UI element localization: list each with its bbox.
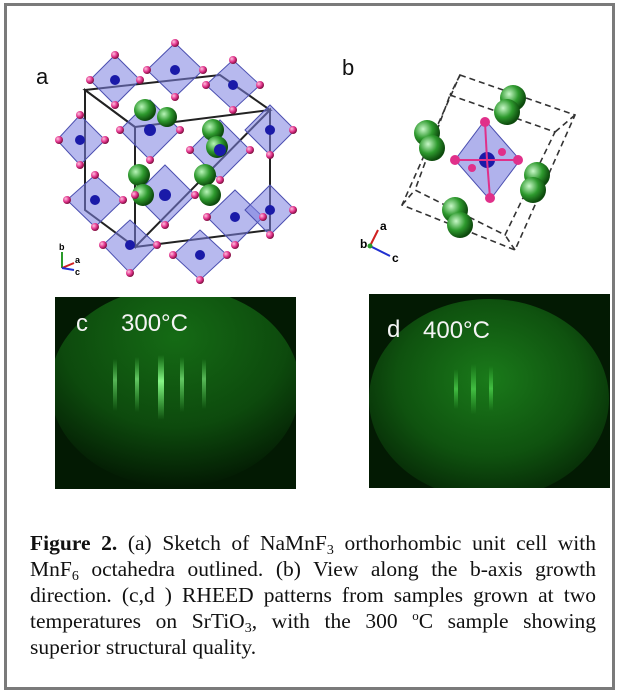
rheed-pattern-d: d 400°C	[369, 294, 610, 488]
figure-caption: Figure 2. (a) Sketch of NaMnF3 orthorhom…	[30, 531, 596, 659]
svg-text:a: a	[75, 255, 81, 265]
rheed-streaks-d	[454, 364, 493, 414]
panel-c-letter: c	[76, 310, 88, 337]
svg-text:b: b	[360, 237, 367, 251]
na-atoms	[414, 85, 550, 238]
svg-text:c: c	[75, 267, 80, 277]
panel-a-crystal-structure	[55, 39, 297, 284]
panel-a-axes-icon: b a c	[59, 242, 81, 277]
svg-text:a: a	[380, 219, 387, 233]
svg-text:b: b	[59, 242, 65, 252]
f-atoms	[55, 39, 297, 284]
panel-c-temperature: 300°C	[121, 310, 188, 337]
panel-d-letter: d	[387, 316, 401, 343]
panel-b-crystal-structure	[400, 74, 577, 252]
panel-a-letter: a	[36, 64, 49, 89]
panel-b-letter: b	[342, 55, 355, 80]
rheed-pattern-c: c 300°C	[55, 297, 296, 489]
figure-label: Figure 2.	[30, 531, 118, 555]
svg-text:c: c	[392, 251, 399, 265]
mn-atoms	[75, 65, 275, 260]
panel-d-temperature: 400°C	[423, 317, 490, 344]
panel-b-axes-icon: a b c	[360, 219, 399, 265]
rheed-streaks-c	[113, 355, 206, 420]
